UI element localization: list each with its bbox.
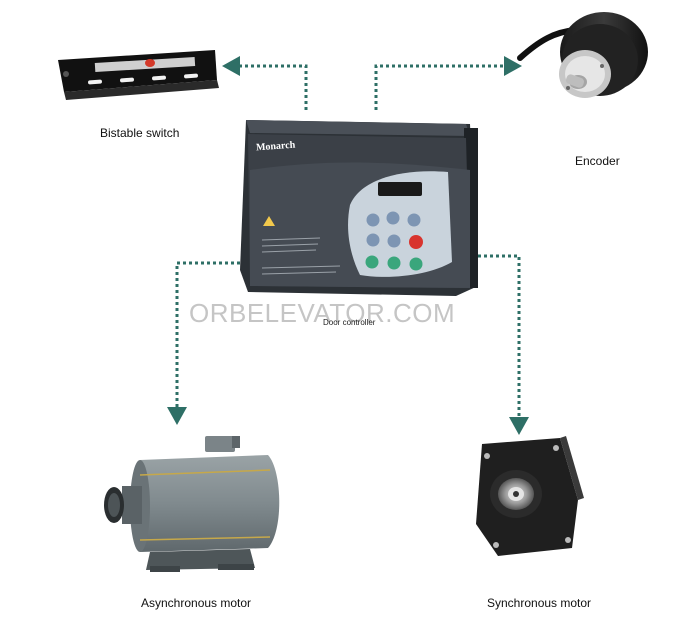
connector-controller-to-bistable-switch <box>222 56 306 110</box>
controller-key-icon <box>367 234 380 247</box>
arrow-down-icon <box>167 407 187 425</box>
label-asynchronous-motor: Asynchronous motor <box>141 596 251 610</box>
label-synchronous-motor: Synchronous motor <box>487 596 591 610</box>
label-bistable-switch: Bistable switch <box>100 126 179 140</box>
controller-key-icon <box>367 214 380 227</box>
label-encoder: Encoder <box>575 154 620 168</box>
controller-key-icon <box>388 235 401 248</box>
controller-stop-key-icon <box>409 235 423 249</box>
label-door-controller: Door controller <box>323 318 375 327</box>
connector-controller-to-sync-motor <box>478 256 529 435</box>
encoder-image <box>520 12 648 98</box>
controller-key-icon <box>410 258 423 271</box>
controller-run-key-icon <box>366 256 379 269</box>
controller-key-icon <box>388 257 401 270</box>
connector-controller-to-async-motor <box>167 263 240 425</box>
bistable-switch-image <box>58 50 219 100</box>
controller-key-icon <box>387 212 400 225</box>
connector-controller-to-encoder <box>376 56 522 110</box>
synchronous-motor-image <box>476 436 584 556</box>
controller-key-icon <box>408 214 421 227</box>
arrow-left-icon <box>222 56 240 76</box>
asynchronous-motor-image <box>104 436 279 572</box>
arrow-down-icon <box>509 417 529 435</box>
